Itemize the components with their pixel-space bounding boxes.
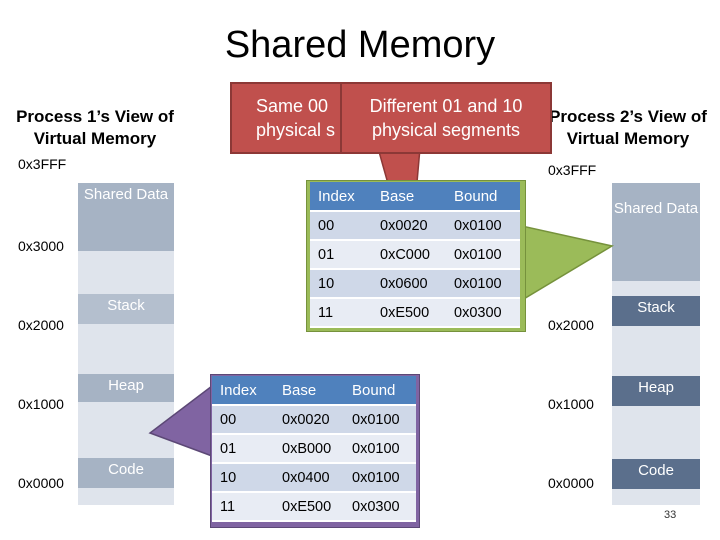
table-cell: 0x0100 bbox=[446, 269, 520, 299]
process2-addr-0000: 0x0000 bbox=[548, 475, 594, 491]
process1-addr-3000: 0x3000 bbox=[18, 238, 64, 254]
same-callout-line2: physical s bbox=[256, 120, 336, 140]
process1-stack-segment: Stack bbox=[78, 294, 174, 324]
table-cell: 0x0100 bbox=[344, 434, 416, 464]
process1-code-segment: Code bbox=[78, 458, 174, 488]
process2-addr-1000: 0x1000 bbox=[548, 396, 594, 412]
slide-title: Shared Memory bbox=[224, 24, 496, 66]
process1-title-line2: Virtual Memory bbox=[33, 129, 157, 148]
different-callout-line1: Different 01 and 10 bbox=[369, 96, 523, 116]
table-cell: 0x0100 bbox=[446, 211, 520, 241]
process2-addr-3fff: 0x3FFF bbox=[548, 162, 597, 178]
process2-code-segment: Code bbox=[612, 459, 700, 489]
table-header-row: Index Base Bound bbox=[212, 376, 416, 406]
process1-title-line1: Process 1’s View of bbox=[16, 107, 174, 126]
process2-heap-label: Heap bbox=[638, 379, 674, 396]
process1-addr-1000: 0x1000 bbox=[18, 396, 64, 412]
process1-shared-label: Shared Data bbox=[83, 186, 169, 203]
process2-title-line1: Process 2’s View of bbox=[549, 107, 707, 126]
purple-pointer bbox=[148, 384, 213, 458]
table-row: 00 0x0020 0x0100 bbox=[310, 211, 520, 241]
process2-code-label: Code bbox=[638, 462, 674, 479]
table-cell: 00 bbox=[310, 211, 372, 241]
table-cell: 11 bbox=[310, 298, 372, 328]
process2-addr-2000: 0x2000 bbox=[548, 317, 594, 333]
table-row: 00 0x0020 0x0100 bbox=[212, 405, 416, 435]
process2-view-title: Process 2’s View of Virtual Memory bbox=[536, 106, 720, 150]
table-cell: 0x0600 bbox=[372, 269, 446, 299]
table-cell: 0x0100 bbox=[446, 240, 520, 270]
table-cell: 0xB000 bbox=[274, 434, 344, 464]
table-cell: 01 bbox=[310, 240, 372, 270]
table-row: 01 0xB000 0x0100 bbox=[212, 434, 416, 464]
table-cell: 0xC000 bbox=[372, 240, 446, 270]
table-cell: 0x0100 bbox=[344, 405, 416, 435]
table-header-cell: Base bbox=[274, 376, 344, 406]
process2-stack-label: Stack bbox=[637, 299, 675, 316]
process2-shared-segment: Shared Data bbox=[612, 183, 700, 281]
table-cell: 0xE500 bbox=[274, 492, 344, 522]
process2-segment-table: Index Base Bound 00 0x0020 0x0100 01 0xC… bbox=[310, 182, 520, 328]
process1-stack-label: Stack bbox=[107, 297, 145, 314]
different-callout-line2: physical segments bbox=[371, 120, 521, 140]
process2-shared-label: Shared Data bbox=[613, 200, 699, 217]
table-cell: 01 bbox=[212, 434, 274, 464]
process1-heap-label: Heap bbox=[108, 377, 144, 394]
page-number: 33 bbox=[664, 509, 677, 521]
table-row: 11 0xE500 0x0300 bbox=[310, 298, 520, 328]
green-pointer bbox=[521, 225, 614, 302]
table-cell: 0x0400 bbox=[274, 463, 344, 493]
table-header-cell: Bound bbox=[344, 376, 416, 406]
process1-addr-3fff: 0x3FFF bbox=[18, 156, 67, 172]
process1-heap-segment: Heap bbox=[78, 374, 174, 402]
process2-title-line2: Virtual Memory bbox=[566, 129, 690, 148]
table-cell: 00 bbox=[212, 405, 274, 435]
table-row: 11 0xE500 0x0300 bbox=[212, 492, 416, 522]
table-header-cell: Index bbox=[212, 376, 274, 406]
table-cell: 0x0300 bbox=[446, 298, 520, 328]
table-cell: 0x0100 bbox=[344, 463, 416, 493]
table-header-cell: Base bbox=[372, 182, 446, 212]
table-cell: 0x0020 bbox=[372, 211, 446, 241]
table-cell: 11 bbox=[212, 492, 274, 522]
different-segment-callout: Different 01 and 10 physical segments bbox=[340, 82, 552, 154]
table-header-cell: Bound bbox=[446, 182, 520, 212]
process1-addr-0000: 0x0000 bbox=[18, 475, 64, 491]
table-row: 10 0x0400 0x0100 bbox=[212, 463, 416, 493]
table-cell: 0x0300 bbox=[344, 492, 416, 522]
process1-addr-2000: 0x2000 bbox=[18, 317, 64, 333]
table-cell: 10 bbox=[310, 269, 372, 299]
table-row: 01 0xC000 0x0100 bbox=[310, 240, 520, 270]
table-header-cell: Index bbox=[310, 182, 372, 212]
process1-shared-segment: Shared Data bbox=[78, 183, 174, 251]
process1-code-label: Code bbox=[108, 461, 144, 478]
table-header-row: Index Base Bound bbox=[310, 182, 520, 212]
process2-heap-segment: Heap bbox=[612, 376, 700, 406]
table-cell: 0x0020 bbox=[274, 405, 344, 435]
same-callout-line1: Same 00 bbox=[256, 96, 329, 116]
process1-segment-table: Index Base Bound 00 0x0020 0x0100 01 0xB… bbox=[212, 376, 416, 522]
table-row: 10 0x0600 0x0100 bbox=[310, 269, 520, 299]
table-cell: 0xE500 bbox=[372, 298, 446, 328]
process1-view-title: Process 1’s View of Virtual Memory bbox=[0, 106, 190, 150]
process2-stack-segment: Stack bbox=[612, 296, 700, 326]
table-cell: 10 bbox=[212, 463, 274, 493]
